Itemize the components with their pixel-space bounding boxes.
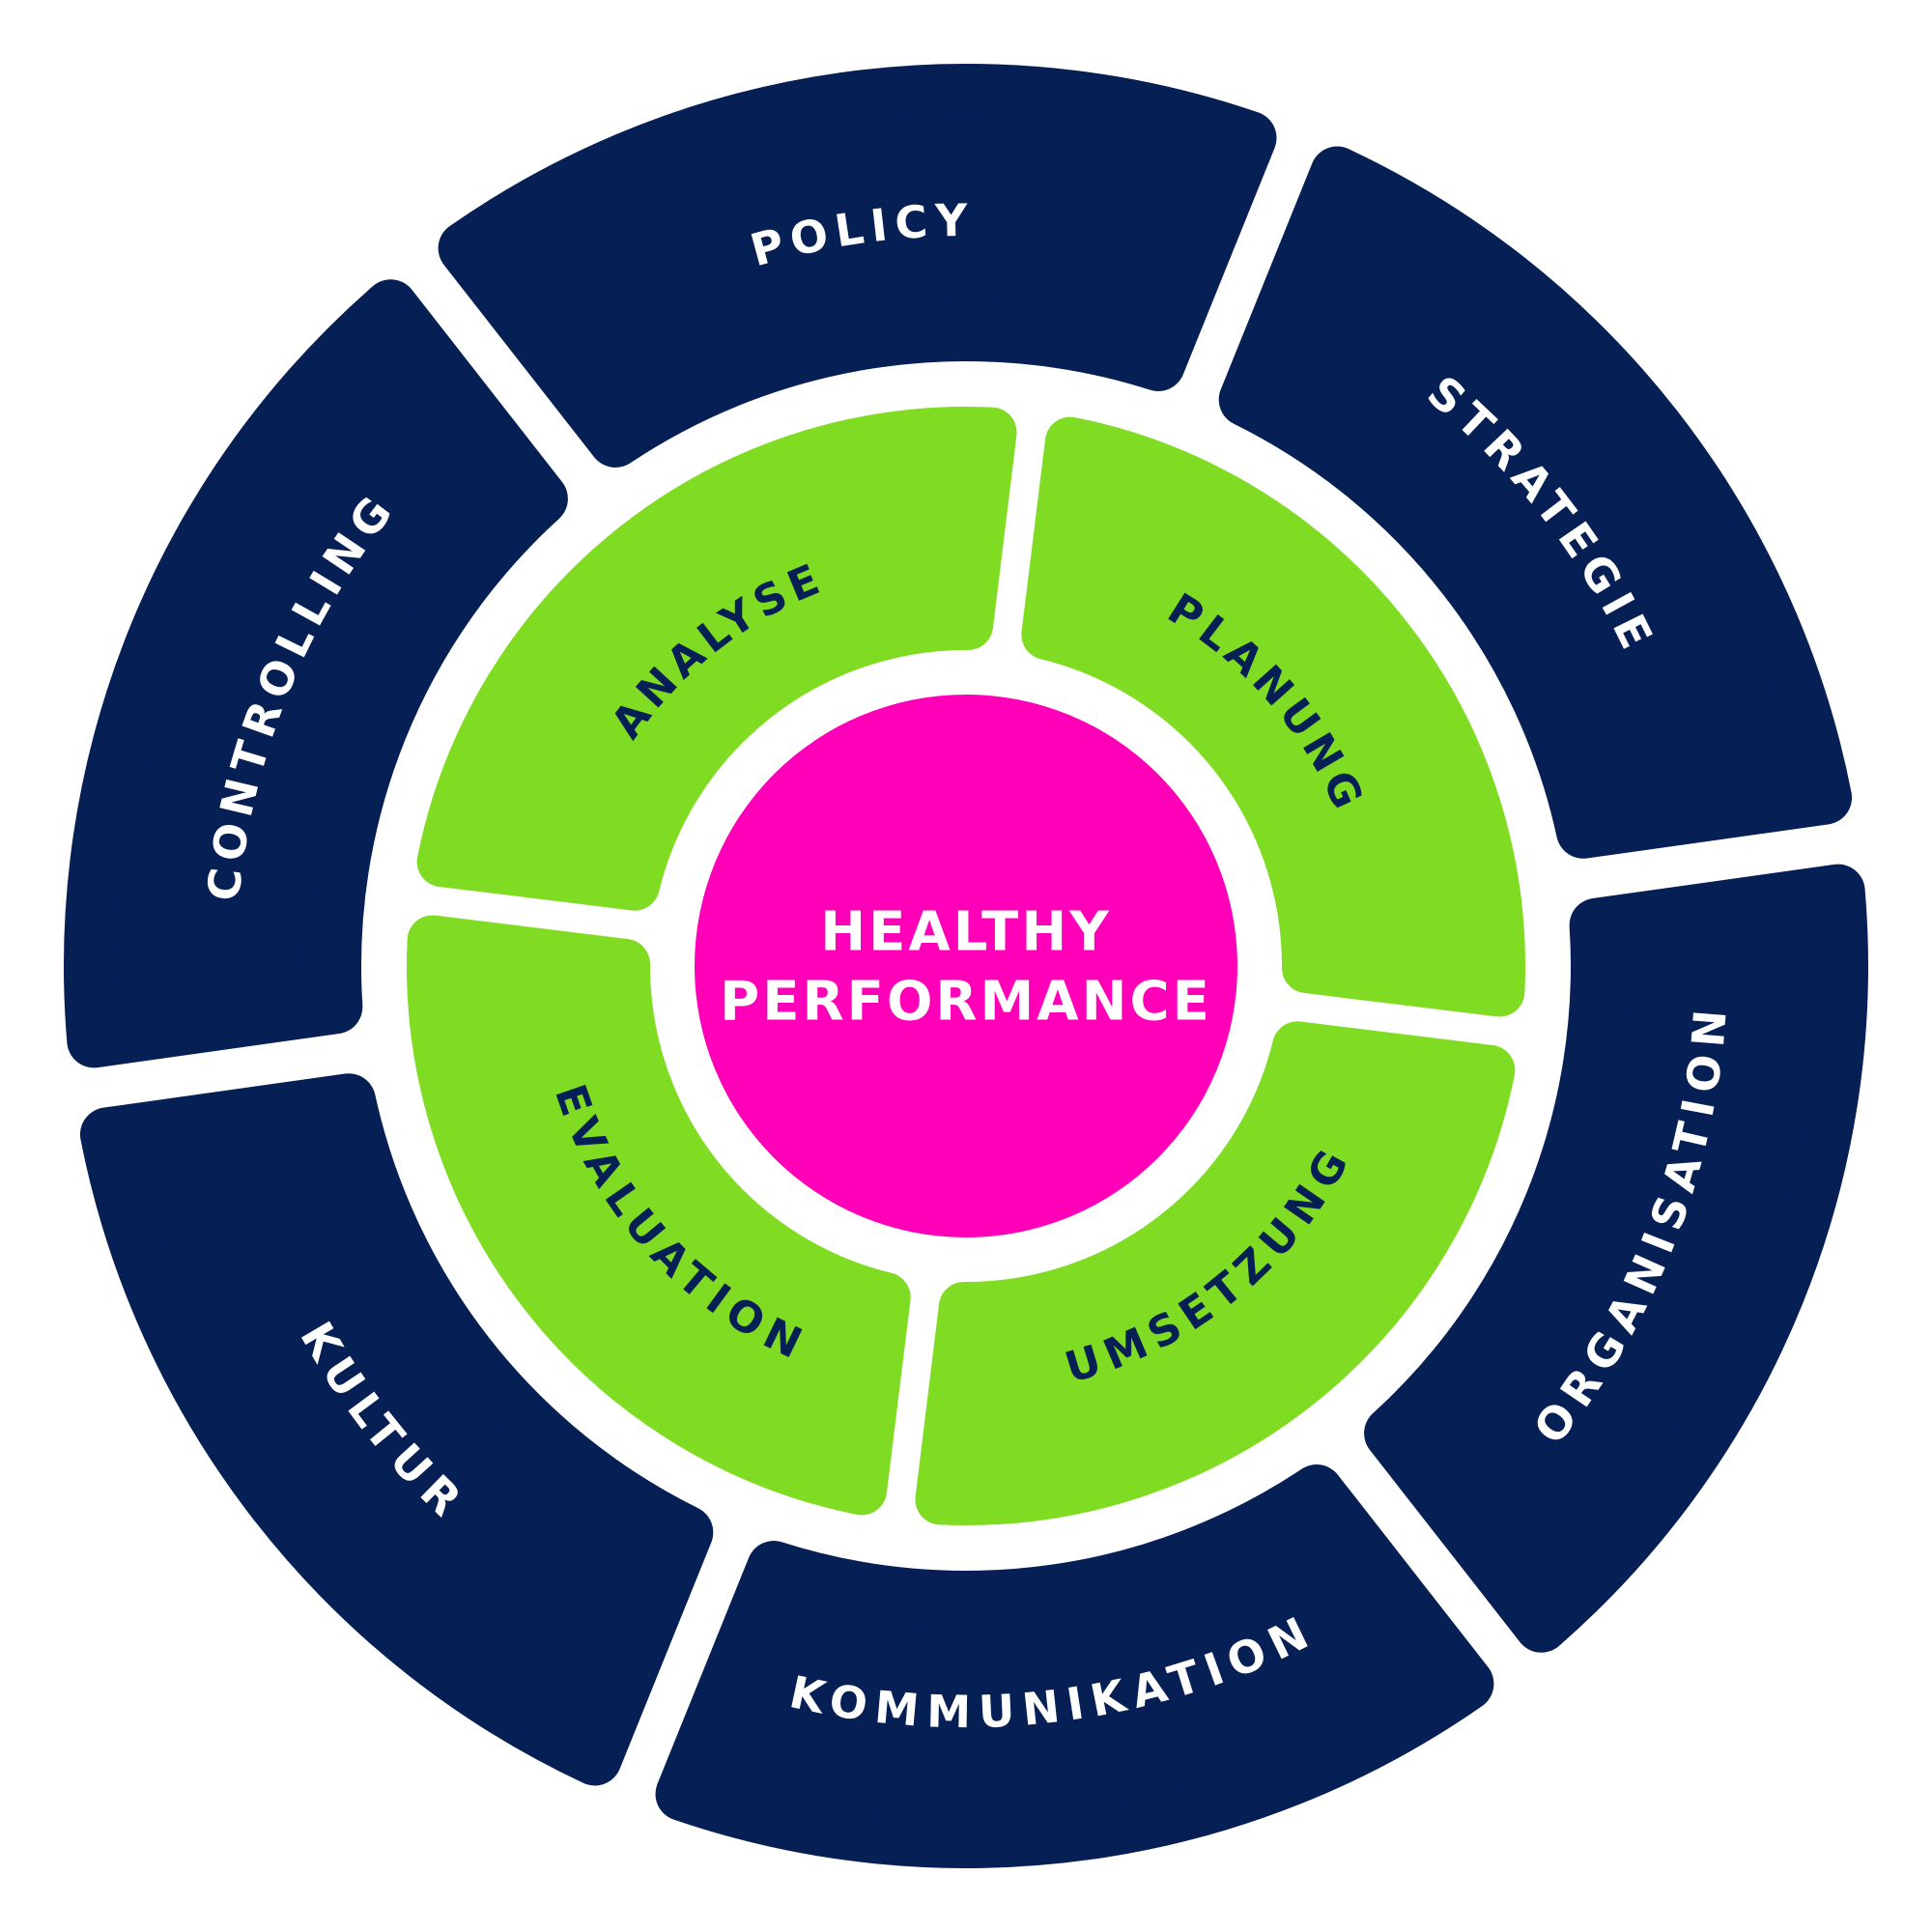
inner-segment-umsetzung bbox=[915, 1021, 1516, 1525]
outer-segment-controlling bbox=[64, 279, 568, 1068]
center-circle bbox=[695, 695, 1237, 1237]
outer-segment-strategie bbox=[1218, 146, 1853, 859]
outer-segment-organisation bbox=[1364, 864, 1868, 1653]
outer-segment-kultur bbox=[79, 1073, 714, 1786]
outer-segment-policy bbox=[438, 64, 1277, 468]
center-title-line1: HEALTHY bbox=[820, 901, 1112, 964]
inner-segment-evaluation bbox=[407, 915, 911, 1516]
center-title-line2: PERFORMANCE bbox=[720, 971, 1212, 1034]
inner-segment-analyse bbox=[416, 407, 1017, 911]
inner-segment-planung bbox=[1021, 416, 1525, 1017]
outer-segment-kommunikation bbox=[655, 1464, 1494, 1868]
